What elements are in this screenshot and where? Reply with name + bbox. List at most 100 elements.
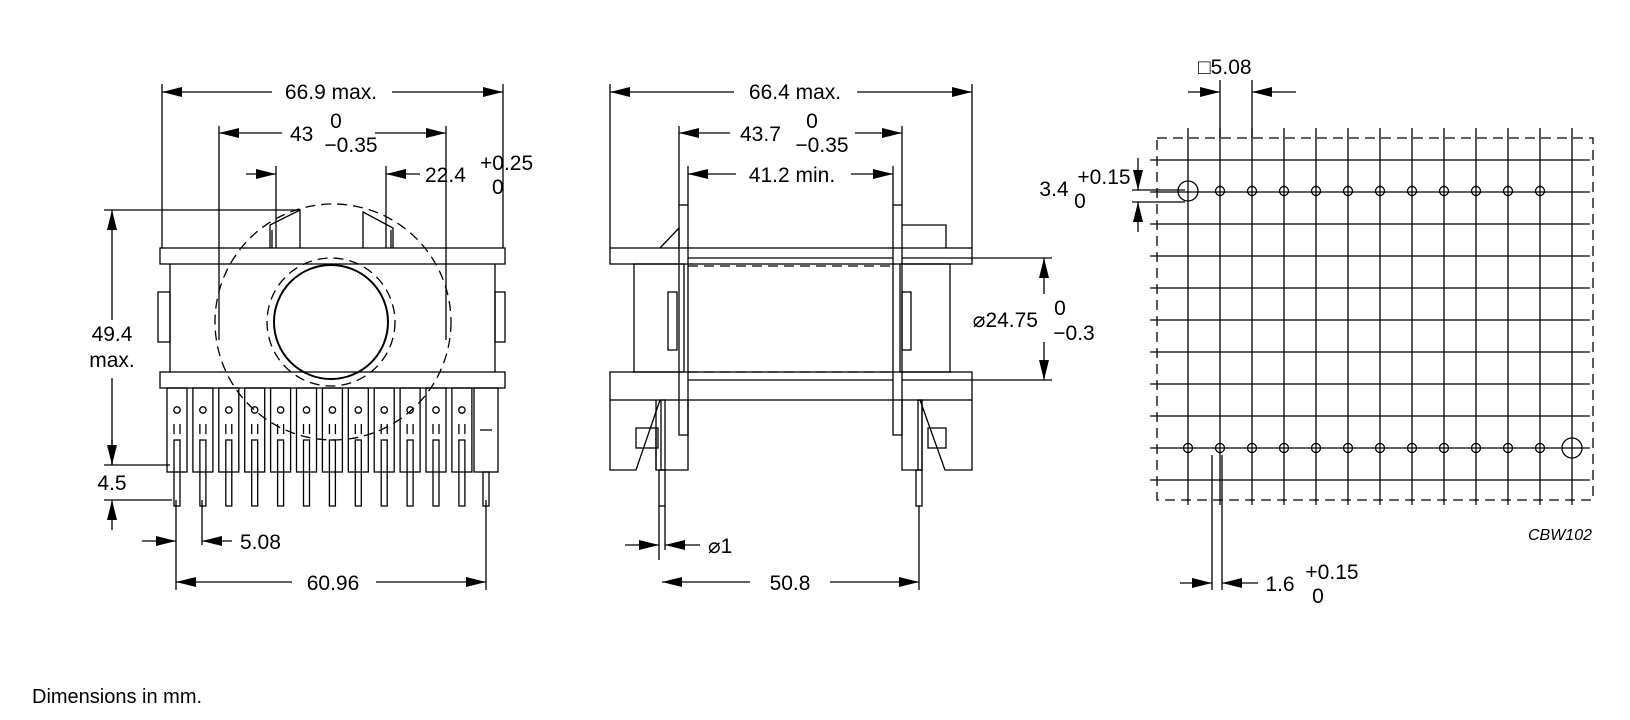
mounting-holes	[1177, 180, 1583, 459]
hole	[1534, 442, 1546, 454]
pin	[458, 439, 466, 507]
drawing-code: CBW102	[1528, 527, 1592, 544]
pin-dot	[380, 406, 389, 414]
hole-large	[1177, 180, 1199, 202]
mid-bottom-flange	[609, 371, 973, 401]
mid-core-dia-tol-lower: −0.3	[1053, 322, 1094, 345]
left-side-plate	[678, 204, 689, 436]
hole	[1502, 185, 1514, 197]
mid-pin-dia: ⌀1	[708, 535, 732, 558]
hole	[1374, 442, 1386, 454]
mid-core-dia-tol-upper: 0	[1054, 297, 1066, 320]
hole	[1246, 442, 1258, 454]
left-pin-pitch: 5.08	[240, 531, 281, 554]
hole	[1534, 185, 1546, 197]
hole	[1470, 185, 1482, 197]
hole	[1406, 185, 1418, 197]
middle-view: 66.4 max. 43.7 0 −0.35 41.2 min. ⌀24.75 …	[609, 81, 1095, 595]
left-pin-length: 4.5	[97, 472, 126, 495]
pin	[199, 439, 207, 507]
left-slot-value: 22.4	[425, 164, 466, 187]
grid-pitch: □5.08	[1198, 56, 1252, 79]
hole	[1214, 185, 1226, 197]
pin-housing	[373, 387, 395, 473]
left-height-suffix: max.	[89, 349, 135, 372]
pin-housing	[218, 387, 240, 473]
pin	[406, 439, 414, 507]
left-width-inner: 43	[290, 123, 313, 146]
hole	[1470, 442, 1482, 454]
mid-width-inner: 43.7	[740, 123, 781, 146]
hole	[1438, 442, 1450, 454]
pin-housing	[425, 387, 447, 473]
pin	[276, 439, 285, 507]
left-width-inner-tol-upper: 0	[330, 110, 342, 133]
pin-dot	[302, 406, 311, 414]
pin-housing	[347, 387, 369, 473]
mid-winding-width: 41.2 min.	[749, 164, 835, 187]
pin-base-row	[166, 387, 473, 473]
pin-dot	[458, 406, 466, 414]
footnote: Dimensions in mm.	[32, 686, 202, 708]
pin-dot	[250, 406, 259, 414]
mid-core-dia: ⌀24.75	[973, 309, 1038, 332]
pin	[173, 439, 181, 507]
hole	[1214, 442, 1226, 454]
hole	[1406, 442, 1418, 454]
mid-top-flange	[609, 247, 973, 265]
hole	[1278, 442, 1290, 454]
hole-large	[1561, 437, 1583, 459]
pin	[328, 439, 337, 507]
hole	[1310, 442, 1322, 454]
hole-dia-tol-lower: 0	[1312, 585, 1324, 608]
left-slot-tol-upper: +0.25	[480, 152, 533, 175]
pin-housing	[166, 387, 188, 473]
pin	[380, 439, 388, 507]
left-slot-tol-lower: 0	[492, 176, 504, 199]
pin-dot	[173, 406, 181, 414]
left-height-value: 49.4	[92, 323, 133, 346]
pin	[225, 439, 233, 507]
hole	[1502, 442, 1514, 454]
hole	[1278, 185, 1290, 197]
hole	[1438, 185, 1450, 197]
pin-housing	[192, 387, 214, 473]
left-view: 66.9 max. 43 0 −0.35 22.4 +0.25 0 49.4 m…	[89, 81, 533, 595]
right-view: □5.08 3.4 +0.15 0 1.6 +0.15 0 CBW102	[1039, 56, 1594, 608]
pin-dot	[328, 406, 337, 414]
pin-dot	[199, 406, 207, 414]
mid-width-inner-tol-upper: 0	[806, 110, 818, 133]
hole	[1310, 185, 1322, 197]
pin	[354, 439, 362, 507]
pin-housing	[269, 387, 292, 473]
pin-dot	[432, 406, 440, 414]
row-offset-tol-lower: 0	[1074, 190, 1086, 213]
hole	[1342, 185, 1354, 197]
clamp-outline-dashed	[214, 203, 452, 441]
pin-housing	[451, 387, 473, 473]
mid-pin-span: 50.8	[770, 572, 811, 595]
mid-right-pin	[915, 469, 923, 507]
row-offset-tol-upper: +0.15	[1077, 166, 1130, 189]
mid-width-overall: 66.4 max.	[749, 81, 841, 104]
hole	[1246, 185, 1258, 197]
hole-dia-tol-upper: +0.15	[1305, 561, 1358, 584]
mid-width-inner-tol-lower: −0.35	[795, 134, 848, 157]
core-hole-dashed	[266, 257, 396, 387]
left-width-overall: 66.9 max.	[285, 81, 377, 104]
hole	[1342, 442, 1354, 454]
pin-housing	[321, 387, 344, 473]
pin-dot	[406, 406, 414, 414]
hole	[1374, 185, 1386, 197]
pin-dot	[276, 406, 285, 414]
top-flange	[159, 247, 506, 265]
pin	[302, 439, 311, 507]
pin-housing	[244, 387, 266, 473]
footprint-outline-dashed	[1156, 137, 1594, 501]
top-tabs	[269, 208, 394, 248]
pin-dot	[354, 406, 363, 414]
row-offset-value: 3.4	[1039, 178, 1069, 201]
pin	[432, 439, 440, 507]
hole	[1182, 442, 1194, 454]
